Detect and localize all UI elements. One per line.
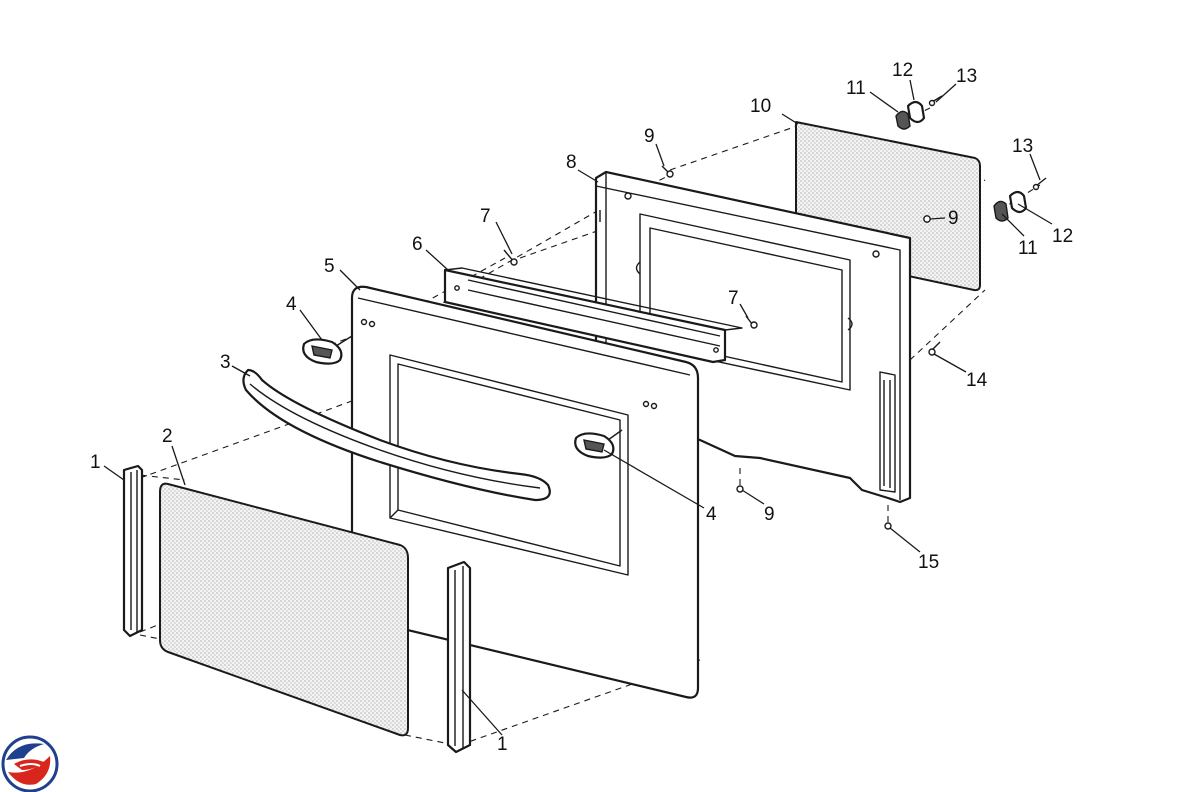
screw-13-right xyxy=(1032,177,1047,191)
callout-6: 6 xyxy=(412,234,423,255)
callout-7-lower: 7 xyxy=(728,288,739,309)
screw-9-top xyxy=(661,165,674,178)
screw-7-upper xyxy=(503,249,518,266)
screw-13-top xyxy=(928,95,943,107)
callout-4-right: 4 xyxy=(706,504,717,525)
callout-7-upper: 7 xyxy=(480,206,491,227)
callout-5: 5 xyxy=(324,256,335,277)
side-trim-left-detail xyxy=(130,470,138,632)
callout-8: 8 xyxy=(566,152,577,173)
callout-14: 14 xyxy=(966,370,988,391)
callout-12-right: 12 xyxy=(1052,226,1073,247)
callout-11-top: 11 xyxy=(846,78,866,99)
glass-clip-top xyxy=(895,100,926,130)
callout-1-left: 1 xyxy=(90,452,101,473)
callout-10: 10 xyxy=(750,96,771,117)
callout-4-left: 4 xyxy=(286,294,297,315)
callout-2: 2 xyxy=(162,426,173,447)
callout-15: 15 xyxy=(918,552,939,573)
callout-9-right: 9 xyxy=(948,208,959,229)
side-trim-left xyxy=(122,464,144,638)
door-bracket xyxy=(443,267,743,364)
handle-support-right xyxy=(574,429,623,459)
callout-11-right: 11 xyxy=(1018,238,1038,259)
brand-swirl-logo xyxy=(1,735,59,792)
callout-labels: 1 1 2 3 4 4 5 6 7 7 8 9 9 9 10 11 11 12 … xyxy=(90,60,1073,755)
callout-9-top: 9 xyxy=(644,126,655,147)
side-trim-right xyxy=(446,560,472,754)
handle-support-left xyxy=(302,335,353,365)
side-trim-right-detail xyxy=(454,566,464,748)
screw-15 xyxy=(884,522,892,530)
callout-13-right: 13 xyxy=(1012,136,1033,157)
screw-14 xyxy=(928,341,941,356)
front-glass-panel xyxy=(159,482,409,737)
callout-9-bottom: 9 xyxy=(764,504,775,525)
callout-13-top: 13 xyxy=(956,66,977,87)
callout-3: 3 xyxy=(220,352,231,373)
callout-12-top: 12 xyxy=(892,60,913,81)
callout-1-right: 1 xyxy=(497,734,508,755)
door-handle xyxy=(242,368,551,502)
leader-lines xyxy=(103,79,1053,736)
screw-9-right xyxy=(923,215,931,223)
screw-9-bottom xyxy=(736,485,744,493)
